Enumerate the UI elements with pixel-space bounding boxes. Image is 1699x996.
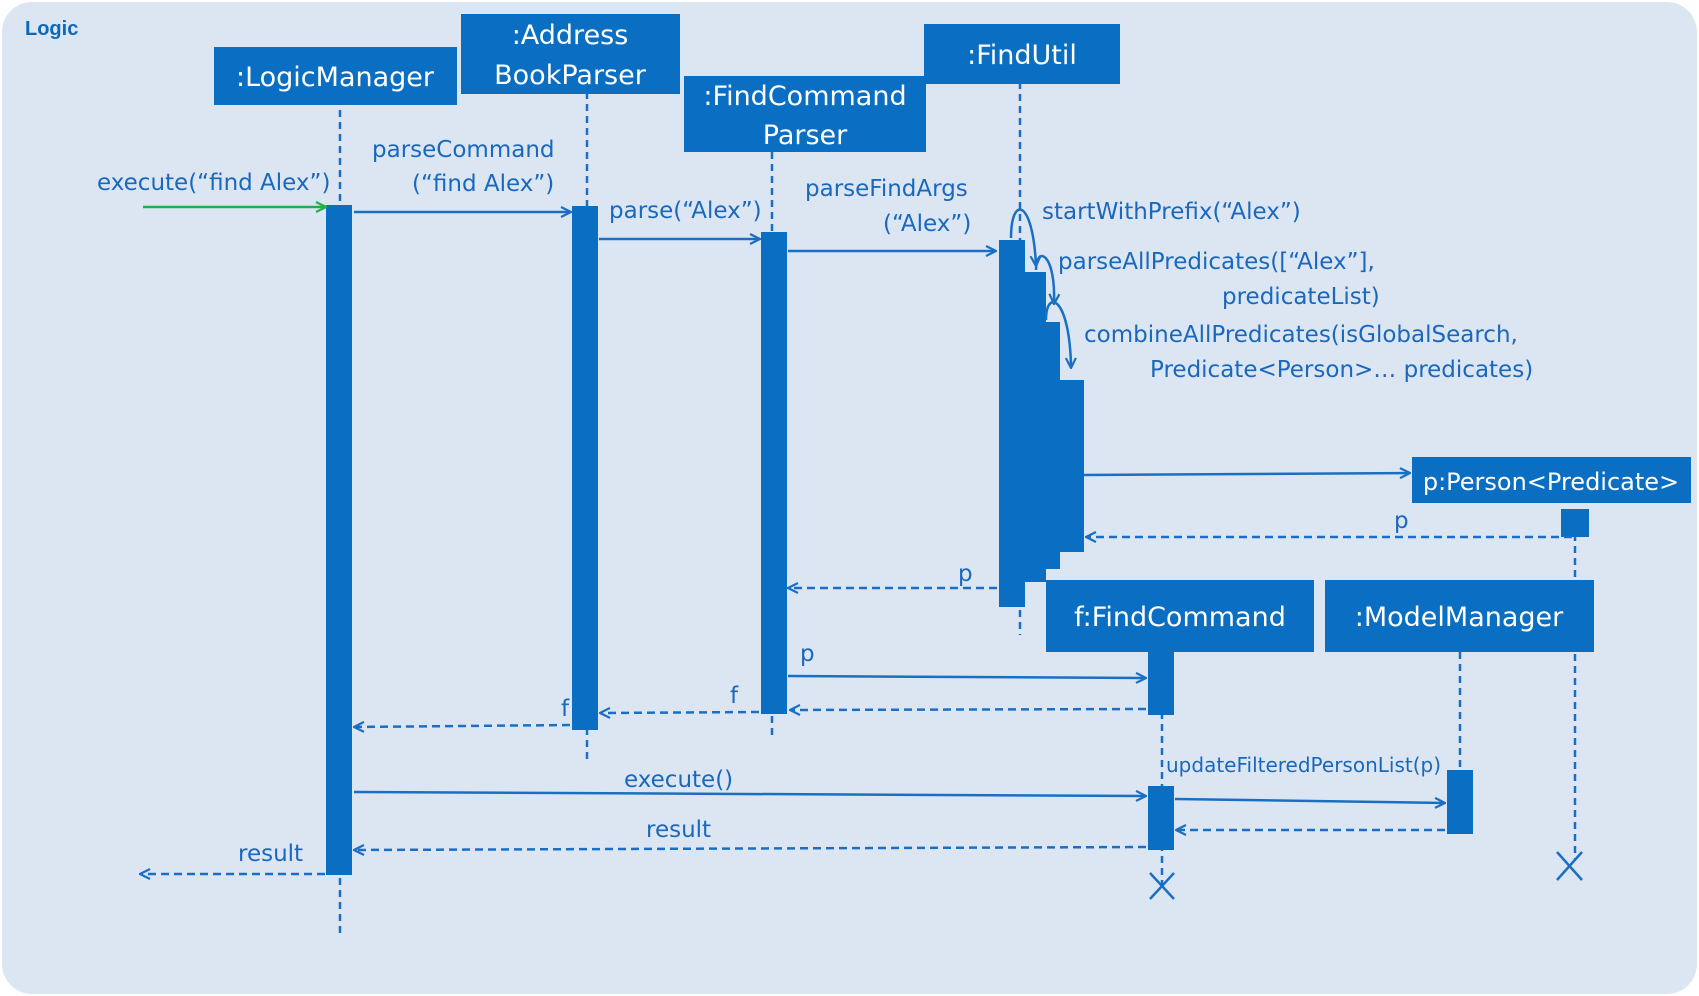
msg-return-f-to-address-parser-arrow — [600, 712, 760, 713]
msg-return-p-from-predicate-label: p — [1394, 508, 1409, 534]
msg-return-f-to-logic-manager-arrow — [354, 725, 571, 727]
participant-logic-manager — [214, 47, 457, 105]
msg-return-f-from-find-command-arrow — [790, 709, 1147, 710]
activation-person-predicate — [1561, 509, 1589, 537]
activation-find-command-1 — [1148, 652, 1174, 715]
msg-execute-arrow — [353, 792, 1146, 796]
participant-address-book-parser-label-2: BookParser — [494, 60, 647, 91]
activation-find-command-parser — [761, 232, 787, 714]
participant-find-util — [924, 24, 1120, 84]
msg-create-find-command-arrow — [787, 676, 1146, 678]
msg-combine-all-predicates-label-1: combineAllPredicates(isGlobalSearch, — [1084, 322, 1518, 348]
destroy-person-predicate-icon — [1556, 851, 1583, 881]
participant-find-command-parser-label-2: Parser — [763, 120, 848, 151]
msg-result-to-logic-manager-arrow — [354, 847, 1147, 850]
participant-person-predicate — [1412, 457, 1691, 503]
msg-parse-all-predicates-label-1: parseAllPredicates([“Alex”], — [1058, 249, 1375, 275]
msg-parse-label: parse(“Alex”) — [609, 198, 762, 224]
participant-address-book-parser — [461, 14, 680, 94]
participant-person-predicate-label: p:Person<Predicate> — [1423, 468, 1679, 496]
msg-parse-find-args-label-2: (“Alex”) — [883, 211, 971, 237]
participant-model-manager-label: :ModelManager — [1355, 602, 1564, 633]
msg-return-f-to-logic-manager-label: f — [561, 696, 570, 722]
msg-update-filtered-label: updateFilteredPersonList(p) — [1166, 753, 1441, 777]
msg-parse-command-label-1: parseCommand — [372, 137, 555, 163]
activation-find-command-2 — [1148, 786, 1174, 850]
participant-model-manager — [1325, 580, 1594, 652]
msg-execute-find-label: execute(“find Alex”) — [97, 170, 330, 196]
msg-update-filtered-arrow — [1174, 799, 1445, 803]
participant-address-book-parser-label-1: :Address — [512, 20, 629, 51]
msg-result-to-logic-manager-label: result — [646, 817, 711, 843]
msg-return-p-to-parser-label: p — [958, 561, 973, 587]
msg-execute-label: execute() — [624, 767, 733, 793]
msg-create-find-command-label: p — [800, 641, 815, 667]
msg-parse-all-predicates-label-2: predicateList) — [1222, 284, 1380, 310]
participant-find-util-label: :FindUtil — [967, 40, 1077, 71]
msg-combine-all-predicates-arrow — [1044, 300, 1071, 368]
msg-parse-all-predicates-arrow — [1034, 254, 1054, 304]
msg-return-f-to-address-parser-label: f — [730, 683, 739, 709]
msg-combine-all-predicates-label-2: Predicate<Person>… predicates) — [1150, 357, 1533, 383]
frame-title: Logic — [25, 18, 79, 40]
msg-start-with-prefix-arrow — [1009, 208, 1036, 266]
participant-find-command-parser-label-1: :FindCommand — [703, 81, 906, 112]
destroy-find-command-icon — [1149, 872, 1175, 900]
activation-model-manager — [1447, 770, 1473, 834]
participant-find-command-label: f:FindCommand — [1074, 602, 1286, 633]
participant-find-command — [1046, 580, 1314, 652]
msg-parse-find-args-label-1: parseFindArgs — [805, 176, 968, 202]
msg-start-with-prefix-label: startWithPrefix(“Alex”) — [1042, 199, 1301, 225]
participant-logic-manager-label: :LogicManager — [236, 62, 435, 93]
activation-find-util-4 — [1056, 380, 1084, 552]
activation-logic-manager — [326, 205, 352, 875]
activation-find-util-1 — [999, 240, 1025, 607]
participant-find-command-parser — [684, 76, 926, 152]
activation-address-book-parser — [572, 206, 598, 730]
msg-create-predicate-arrow — [1083, 473, 1410, 475]
msg-result-out-label: result — [238, 841, 303, 867]
activation-find-util-3 — [1040, 322, 1060, 569]
msg-parse-command-label-2: (“find Alex”) — [412, 171, 554, 197]
